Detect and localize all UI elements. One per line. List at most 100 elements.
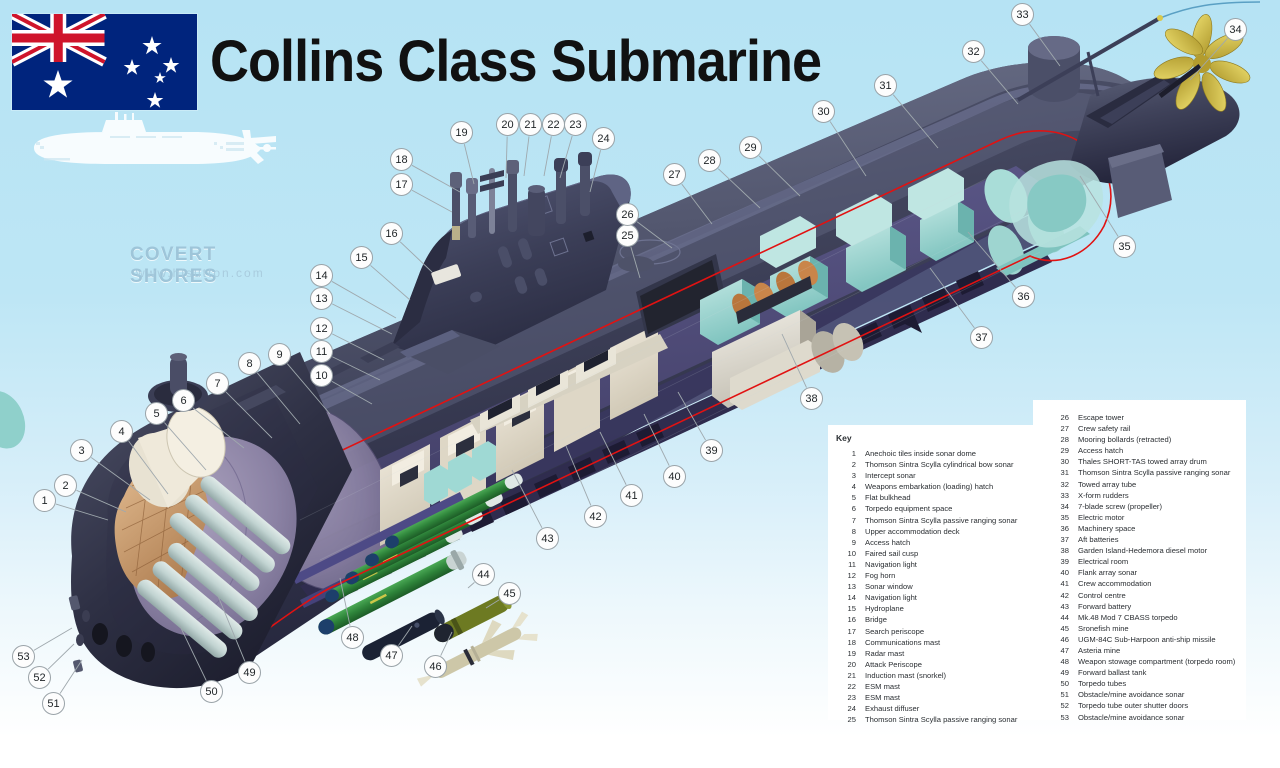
leader-line-31	[892, 94, 939, 149]
key-row-number: 53	[1060, 712, 1069, 722]
callout-marker-24[interactable]: 24	[592, 127, 615, 150]
watermark-url: www.hisutton.com	[136, 266, 265, 280]
callout-marker-46[interactable]: 46	[424, 655, 447, 678]
callout-marker-30[interactable]: 30	[812, 100, 835, 123]
callout-marker-9[interactable]: 9	[268, 343, 291, 366]
callout-marker-10[interactable]: 10	[310, 364, 333, 387]
key-row-label: Mooring bollards (retracted)	[1078, 435, 1172, 445]
callout-marker-37[interactable]: 37	[970, 326, 993, 349]
callout-marker-15[interactable]: 15	[350, 246, 373, 269]
callout-marker-23[interactable]: 23	[564, 113, 587, 136]
callout-marker-33[interactable]: 33	[1011, 3, 1034, 26]
key-row-label: Anechoic tiles inside sonar dome	[865, 449, 977, 458]
callout-marker-28[interactable]: 28	[698, 149, 721, 172]
leader-line-24	[589, 150, 602, 193]
callout-marker-11[interactable]: 11	[310, 340, 333, 363]
callout-marker-7[interactable]: 7	[206, 372, 229, 395]
key-row-label: Sonar window	[865, 582, 913, 592]
key-row-number: 14	[847, 593, 856, 603]
callout-marker-50[interactable]: 50	[200, 680, 223, 703]
callout-marker-17[interactable]: 17	[390, 173, 413, 196]
callout-marker-49[interactable]: 49	[238, 661, 261, 684]
callout-marker-39[interactable]: 39	[700, 439, 723, 462]
callout-marker-4[interactable]: 4	[110, 420, 133, 443]
key-row-label: Flank array sonar	[1078, 568, 1138, 578]
callout-marker-31[interactable]: 31	[874, 74, 897, 97]
key-row-number: 15	[847, 604, 856, 614]
leader-line-21	[523, 136, 530, 177]
callout-marker-43[interactable]: 43	[536, 527, 559, 550]
leader-line-9	[286, 363, 331, 415]
callout-marker-52[interactable]: 52	[28, 666, 51, 689]
callout-marker-45[interactable]: 45	[498, 582, 521, 605]
callout-marker-16[interactable]: 16	[380, 222, 403, 245]
callout-marker-1[interactable]: 1	[33, 489, 56, 512]
leader-line-13	[332, 303, 393, 335]
key-row-label: Forward battery	[1078, 601, 1132, 611]
callout-marker-48[interactable]: 48	[341, 626, 364, 649]
leader-line-8	[256, 372, 301, 425]
callout-marker-12[interactable]: 12	[310, 317, 333, 340]
callout-marker-13[interactable]: 13	[310, 287, 333, 310]
callout-marker-42[interactable]: 42	[584, 505, 607, 528]
callout-marker-29[interactable]: 29	[739, 136, 762, 159]
callout-marker-6[interactable]: 6	[172, 389, 195, 412]
key-row-number: 1	[851, 449, 856, 458]
key-row-number: 19	[847, 648, 856, 658]
leader-line-23	[559, 135, 573, 179]
key-row-number: 35	[1060, 512, 1069, 522]
key-row-number: 51	[1060, 690, 1069, 700]
callout-marker-2[interactable]: 2	[54, 474, 77, 497]
callout-marker-51[interactable]: 51	[42, 692, 65, 715]
callout-marker-14[interactable]: 14	[310, 264, 333, 287]
callout-marker-40[interactable]: 40	[663, 465, 686, 488]
australian-flag	[9, 9, 197, 110]
callout-marker-20[interactable]: 20	[496, 113, 519, 136]
key-row-number: 16	[847, 615, 856, 625]
key-row-label: Upper accommodation deck	[865, 526, 960, 536]
callout-marker-38[interactable]: 38	[800, 387, 823, 410]
callout-marker-53[interactable]: 53	[12, 645, 35, 668]
callout-marker-35[interactable]: 35	[1113, 235, 1136, 258]
callout-marker-19[interactable]: 19	[450, 121, 473, 144]
callout-marker-34[interactable]: 34	[1224, 18, 1247, 41]
leader-line-52	[47, 643, 75, 670]
callout-marker-8[interactable]: 8	[238, 352, 261, 375]
callout-marker-21[interactable]: 21	[519, 113, 542, 136]
callout-marker-25[interactable]: 25	[616, 224, 639, 247]
callout-marker-41[interactable]: 41	[620, 484, 643, 507]
leader-line-27	[681, 183, 713, 225]
callout-marker-5[interactable]: 5	[145, 402, 168, 425]
key-row-label: Thomson Sintra Scylla cylindrical bow so…	[865, 460, 1014, 470]
key-row-number: 10	[847, 548, 856, 558]
key-row-number: 41	[1060, 579, 1069, 589]
leader-line-15	[370, 265, 411, 301]
callout-marker-44[interactable]: 44	[472, 563, 495, 586]
callout-marker-22[interactable]: 22	[542, 113, 565, 136]
key-row-label: Thales SHORT-TAS towed array drum	[1078, 457, 1207, 467]
key-row-number: 3	[851, 471, 856, 481]
callout-marker-32[interactable]: 32	[962, 40, 985, 63]
callout-marker-47[interactable]: 47	[380, 644, 403, 667]
leader-line-6	[192, 407, 245, 449]
leader-line-46	[440, 631, 453, 656]
callout-marker-27[interactable]: 27	[663, 163, 686, 186]
key-row-label: Thomson Sintra Scylla passive ranging so…	[865, 715, 1018, 725]
key-row-label: Thomson Sintra Scylla passive ranging so…	[865, 515, 1018, 525]
leader-line-16	[399, 241, 433, 273]
callout-marker-26[interactable]: 26	[616, 203, 639, 226]
callout-marker-36[interactable]: 36	[1012, 285, 1035, 308]
callout-marker-18[interactable]: 18	[390, 148, 413, 171]
callout-marker-3[interactable]: 3	[70, 439, 93, 462]
